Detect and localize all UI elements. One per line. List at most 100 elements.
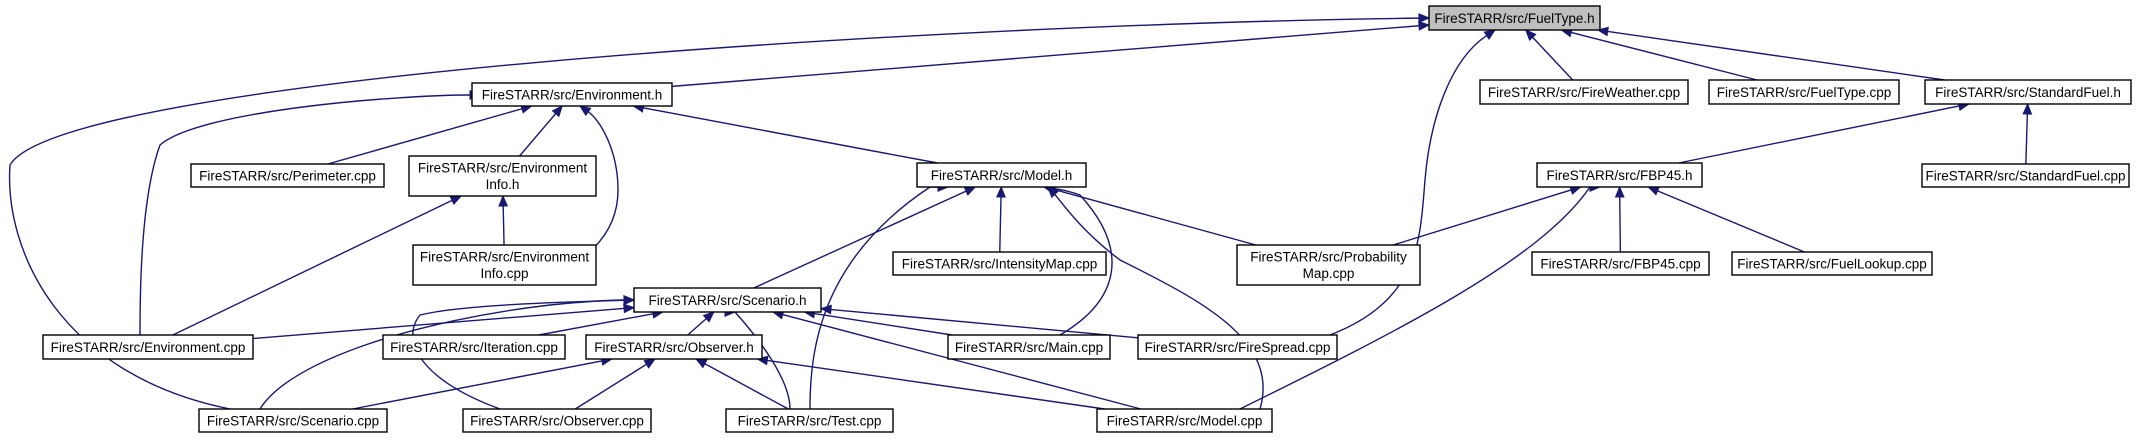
node-box bbox=[947, 334, 1111, 360]
node-label-line: FireSTARR/src/FuelLookup.cpp bbox=[1737, 256, 1927, 271]
node-intensitymap-cpp[interactable]: FireSTARR/src/IntensityMap.cpp bbox=[892, 251, 1107, 276]
node-box bbox=[916, 162, 1087, 188]
edge-fbp45-cpp-to-fbp45-h-arrowhead bbox=[1614, 185, 1625, 198]
node-fuellookup-cpp[interactable]: FireSTARR/src/FuelLookup.cpp bbox=[1731, 251, 1933, 276]
node-box bbox=[633, 287, 822, 313]
edge-standardfuel-h-to-fueltype-h bbox=[1596, 26, 1945, 81]
node-box bbox=[382, 334, 566, 360]
edge-intensitymap-cpp-to-model-h bbox=[996, 185, 1006, 253]
edge-fbp45-cpp-to-fbp45-h bbox=[1614, 185, 1625, 253]
edge-observer-cpp-to-observer-h-line bbox=[574, 363, 647, 410]
edge-observer-cpp-to-observer-h bbox=[574, 358, 656, 410]
edge-scenario-h-to-model-h-arrowhead bbox=[963, 186, 977, 196]
edge-environmentinfo-cpp-to-environmentinfo-h-arrowhead bbox=[498, 194, 509, 207]
node-model-h[interactable]: FireSTARR/src/Model.h bbox=[916, 162, 1087, 188]
node-observer-cpp[interactable]: FireSTARR/src/Observer.cpp bbox=[462, 408, 652, 433]
edge-test-cpp-to-observer-h bbox=[694, 358, 789, 410]
node-observer-h[interactable]: FireSTARR/src/Observer.h bbox=[585, 334, 763, 360]
node-model-cpp[interactable]: FireSTARR/src/Model.cpp bbox=[1096, 408, 1273, 433]
edge-probabilitymap-cpp-to-model-h-line bbox=[1054, 188, 1257, 246]
node-box bbox=[1708, 79, 1900, 105]
node-label-line: FireSTARR/src/Model.h bbox=[931, 168, 1073, 183]
node-fireweather-cpp[interactable]: FireSTARR/src/FireWeather.cpp bbox=[1479, 79, 1689, 105]
node-box bbox=[1479, 79, 1689, 105]
node-label-line: Info.h bbox=[486, 177, 520, 192]
edge-model-cpp-to-observer-h-line bbox=[767, 359, 1105, 410]
edge-observer-h-to-scenario-h-line bbox=[687, 318, 707, 336]
edge-fireweather-cpp-to-fueltype-h-arrowhead bbox=[1524, 29, 1537, 42]
node-scenario-cpp[interactable]: FireSTARR/src/Scenario.cpp bbox=[198, 408, 388, 433]
node-fbp45-cpp[interactable]: FireSTARR/src/FBP45.cpp bbox=[1531, 251, 1710, 276]
node-standardfuel-cpp[interactable]: FireSTARR/src/StandardFuel.cpp bbox=[1921, 163, 2130, 188]
edge-observer-h-to-scenario-h-arrowhead bbox=[702, 311, 715, 323]
node-box bbox=[198, 408, 388, 433]
edge-firespread-cpp-to-fueltype-h bbox=[1329, 29, 1497, 336]
edge-model-cpp-to-fbp45-h bbox=[1239, 182, 1602, 410]
edge-firespread-cpp-to-fueltype-h-line bbox=[1329, 34, 1488, 336]
node-label-line: FireSTARR/src/Perimeter.cpp bbox=[199, 168, 376, 183]
node-box bbox=[1731, 251, 1933, 276]
edge-firespread-cpp-to-fueltype-h-arrowhead bbox=[1483, 29, 1497, 40]
node-fueltype-cpp[interactable]: FireSTARR/src/FuelType.cpp bbox=[1708, 79, 1900, 105]
node-standardfuel-h[interactable]: FireSTARR/src/StandardFuel.h bbox=[1924, 79, 2132, 105]
edge-firespread-cpp-to-scenario-h-line bbox=[830, 308, 1139, 339]
edge-probabilitymap-cpp-to-fbp45-h-line bbox=[1392, 189, 1572, 246]
node-label-line: FireSTARR/src/Scenario.h bbox=[648, 293, 806, 308]
node-firespread-cpp[interactable]: FireSTARR/src/FireSpread.cpp bbox=[1137, 334, 1338, 360]
node-label-line: FireSTARR/src/FireWeather.cpp bbox=[1488, 85, 1680, 100]
node-label-line: FireSTARR/src/FuelType.h bbox=[1434, 11, 1594, 26]
edge-model-h-to-environment-h-line bbox=[643, 107, 938, 164]
node-environment-cpp[interactable]: FireSTARR/src/Environment.cpp bbox=[42, 334, 254, 360]
edge-environmentinfo-h-to-environment-h-line bbox=[519, 113, 557, 157]
edge-scenario-cpp-to-fueltype-h-arrowhead bbox=[1418, 13, 1431, 24]
node-label-line: FireSTARR/src/StandardFuel.cpp bbox=[1925, 168, 2125, 183]
edge-environmentinfo-cpp-to-environment-h-arrowhead bbox=[578, 105, 592, 117]
edge-intensitymap-cpp-to-model-h-line bbox=[999, 196, 1002, 253]
node-scenario-h[interactable]: FireSTARR/src/Scenario.h bbox=[633, 287, 822, 313]
edge-model-cpp-to-model-h-arrowhead bbox=[1047, 186, 1059, 199]
node-label-line: FireSTARR/src/IntensityMap.cpp bbox=[902, 256, 1098, 271]
edge-fuellookup-cpp-to-fbp45-h-arrowhead bbox=[1647, 186, 1660, 196]
node-label-line: FireSTARR/src/FBP45.h bbox=[1546, 168, 1692, 183]
edge-environment-cpp-to-environment-h-line bbox=[139, 94, 471, 336]
edge-fuellookup-cpp-to-fbp45-h-line bbox=[1657, 190, 1805, 253]
edge-test-cpp-to-model-h bbox=[809, 182, 950, 410]
edge-environment-h-to-fueltype-h-arrowhead bbox=[1418, 20, 1431, 31]
edge-environmentinfo-h-to-environment-h bbox=[519, 105, 564, 157]
node-fueltype-h[interactable]: FireSTARR/src/FuelType.h bbox=[1428, 5, 1601, 31]
node-iteration-cpp[interactable]: FireSTARR/src/Iteration.cpp bbox=[382, 334, 566, 360]
node-box bbox=[1137, 334, 1338, 360]
node-environment-h[interactable]: FireSTARR/src/Environment.h bbox=[471, 82, 673, 107]
edge-environment-cpp-to-environmentinfo-h-arrowhead bbox=[449, 195, 463, 206]
edge-main-cpp-to-model-h-line bbox=[1051, 188, 1113, 336]
node-test-cpp[interactable]: FireSTARR/src/Test.cpp bbox=[725, 408, 894, 433]
edge-environment-cpp-to-scenario-h-arrowhead bbox=[623, 303, 636, 314]
node-box bbox=[1924, 79, 2132, 105]
edge-standardfuel-cpp-to-standardfuel-h-arrowhead bbox=[2022, 102, 2033, 115]
node-box bbox=[1428, 5, 1601, 31]
edge-environment-cpp-to-scenario-h bbox=[252, 303, 636, 340]
node-label-line: FireSTARR/src/Observer.h bbox=[594, 340, 754, 355]
edge-observer-cpp-to-scenario-h-line bbox=[412, 299, 625, 410]
node-fbp45-h[interactable]: FireSTARR/src/FBP45.h bbox=[1536, 162, 1703, 188]
node-label-line: FireSTARR/src/Main.cpp bbox=[955, 340, 1103, 355]
node-perimeter-cpp[interactable]: FireSTARR/src/Perimeter.cpp bbox=[190, 163, 385, 188]
node-label-line: FireSTARR/src/Probability bbox=[1250, 250, 1407, 265]
node-main-cpp[interactable]: FireSTARR/src/Main.cpp bbox=[947, 334, 1111, 360]
edge-standardfuel-cpp-to-standardfuel-h bbox=[2022, 102, 2033, 165]
edge-observer-h-to-scenario-h bbox=[687, 311, 715, 336]
edge-fireweather-cpp-to-fueltype-h-line bbox=[1532, 36, 1574, 81]
node-box bbox=[1531, 251, 1710, 276]
edge-fbp45-h-to-standardfuel-h-line bbox=[1678, 105, 1960, 164]
edge-scenario-cpp-to-observer-h-line bbox=[352, 360, 603, 410]
edge-standardfuel-cpp-to-standardfuel-h-line bbox=[2025, 113, 2029, 165]
node-label-line: FireSTARR/src/StandardFuel.h bbox=[1935, 85, 2121, 100]
node-box bbox=[190, 163, 385, 188]
edge-fueltype-cpp-to-fueltype-h-line bbox=[1570, 31, 1758, 81]
edge-model-cpp-to-scenario-h-line bbox=[782, 313, 1142, 410]
node-box bbox=[471, 82, 673, 107]
